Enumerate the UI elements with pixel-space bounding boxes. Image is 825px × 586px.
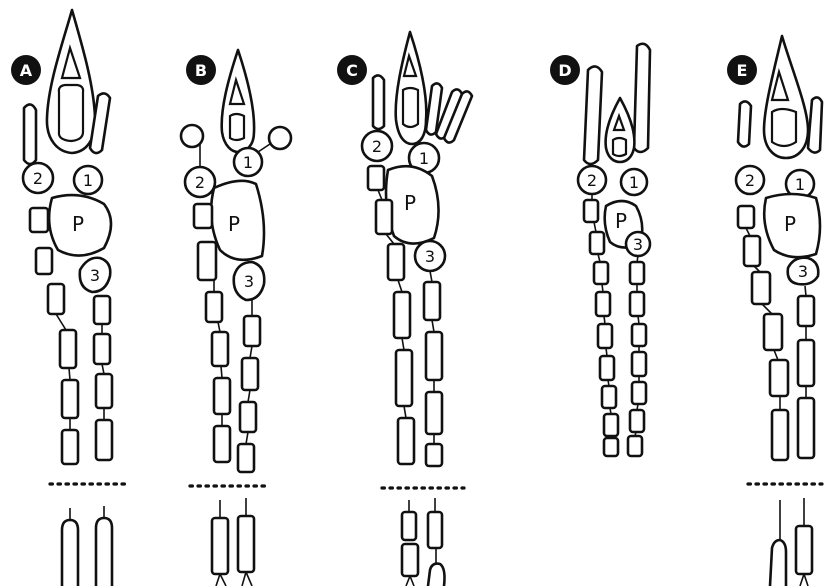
panel-b-cell-p: P xyxy=(211,181,264,260)
panel-e-cell-p: P xyxy=(764,194,820,257)
svg-text:1: 1 xyxy=(629,173,639,192)
svg-text:3: 3 xyxy=(425,247,435,266)
panel-a-apex xyxy=(47,10,95,153)
panel-b-apex xyxy=(222,50,254,152)
panel-b-filament-right xyxy=(238,300,260,472)
panel-c-cell-three: 3 xyxy=(415,241,445,271)
panel-a-cell-three: 3 xyxy=(80,258,111,292)
svg-text:P: P xyxy=(615,209,627,233)
panel-d: D 2 1 P 3 xyxy=(550,44,650,456)
svg-text:2: 2 xyxy=(587,171,597,190)
svg-text:2: 2 xyxy=(372,137,382,156)
panel-d-lateral-filament xyxy=(584,66,602,164)
panel-c-filament-right xyxy=(424,271,442,466)
svg-text:P: P xyxy=(404,191,416,215)
panel-c-badge: C xyxy=(337,55,367,85)
panel-d-lateral-filament xyxy=(634,44,650,152)
panel-b-lateral-filament xyxy=(269,127,291,149)
svg-text:1: 1 xyxy=(83,171,93,190)
panel-e-filament-below xyxy=(770,498,812,586)
panel-d-cell-one: 1 xyxy=(621,169,647,195)
panel-c-apex xyxy=(396,32,427,144)
panel-a-cell-p: P xyxy=(49,195,111,255)
panel-a-cell-two: 2 xyxy=(23,163,53,193)
panel-b-cell-one: 1 xyxy=(234,148,262,176)
panel-d-cell-three: 3 xyxy=(626,232,650,256)
panel-d-filament-right xyxy=(628,256,646,456)
svg-text:3: 3 xyxy=(244,272,254,291)
panel-c-filament-below xyxy=(402,498,445,586)
svg-text:1: 1 xyxy=(419,149,429,168)
panel-a: A 2 1 P 3 xyxy=(11,10,128,586)
svg-text:P: P xyxy=(784,212,796,236)
panel-e: E 2 1 P 3 xyxy=(727,36,822,586)
panel-c-cell-p: P xyxy=(386,166,439,243)
panel-b-cell-three: 3 xyxy=(234,262,265,300)
panel-d-apex xyxy=(606,98,635,162)
panel-c-lateral-filament xyxy=(373,75,384,129)
svg-text:P: P xyxy=(72,212,84,236)
panel-e-lateral-filament xyxy=(738,101,751,146)
svg-text:D: D xyxy=(558,61,571,80)
panel-e-cell-two: 2 xyxy=(736,166,764,194)
panel-a-cell-one: 1 xyxy=(74,166,102,194)
svg-text:2: 2 xyxy=(745,171,755,190)
panel-b-cell-two: 2 xyxy=(185,167,215,197)
svg-text:3: 3 xyxy=(798,262,808,281)
panel-d-badge: D xyxy=(550,55,580,85)
panel-a-filament-right xyxy=(94,296,112,460)
panel-c: C 2 1 P 3 xyxy=(337,32,472,586)
svg-text:2: 2 xyxy=(33,169,43,188)
svg-text:P: P xyxy=(228,212,240,236)
panel-d-cell-two: 2 xyxy=(578,166,606,194)
panel-a-lateral-filament xyxy=(24,104,36,164)
svg-text:2: 2 xyxy=(195,173,205,192)
panel-a-filament-below xyxy=(62,506,112,586)
svg-text:1: 1 xyxy=(795,175,805,194)
panel-e-apex xyxy=(764,36,808,158)
svg-text:E: E xyxy=(737,61,748,80)
panel-a-badge: A xyxy=(11,55,41,85)
svg-text:C: C xyxy=(346,61,358,80)
panel-b: B 2 1 P 3 xyxy=(181,50,291,586)
panel-b-filament-below xyxy=(212,498,254,586)
panel-b-badge: B xyxy=(186,55,216,85)
svg-text:3: 3 xyxy=(633,235,643,254)
panel-e-lateral-filament xyxy=(808,97,822,152)
svg-text:A: A xyxy=(20,61,33,80)
panel-b-lateral-filament xyxy=(181,125,203,147)
svg-text:B: B xyxy=(195,61,207,80)
panel-e-badge: E xyxy=(727,55,757,85)
panel-e-cell-three: 3 xyxy=(788,258,819,285)
panel-e-filament-right xyxy=(798,286,814,458)
panel-c-cell-two: 2 xyxy=(362,131,392,161)
svg-text:3: 3 xyxy=(90,266,100,285)
svg-text:1: 1 xyxy=(243,153,253,172)
